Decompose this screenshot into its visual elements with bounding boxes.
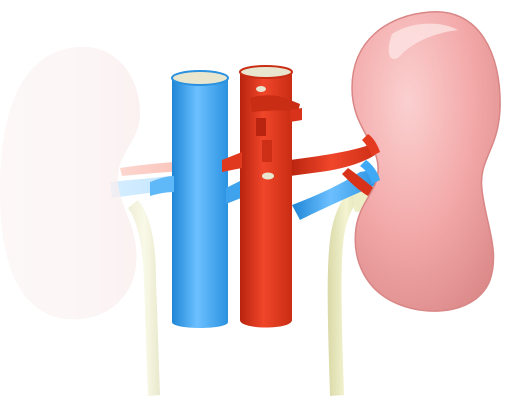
right-kidney	[352, 12, 500, 311]
ivc-opening	[172, 71, 228, 85]
aorta-branch-opening-1	[256, 86, 266, 92]
aorta-branch-opening-2	[262, 173, 274, 180]
aorta-opening	[240, 66, 292, 78]
left-fade-overlay	[0, 0, 175, 410]
right-kidney-group	[352, 12, 500, 311]
